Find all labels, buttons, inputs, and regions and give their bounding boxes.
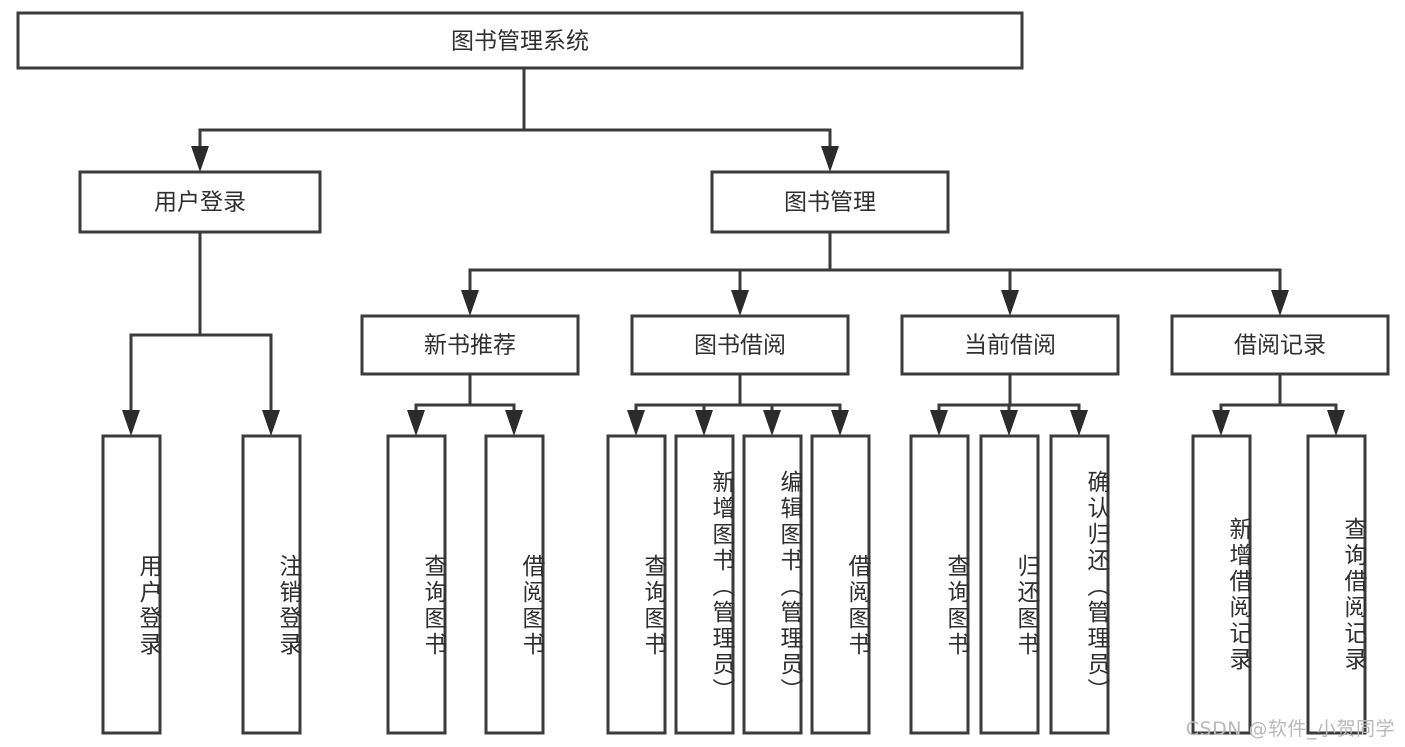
node-current-confirm-return-box[interactable]	[1049, 434, 1110, 735]
node-current-return-book-box[interactable]	[979, 434, 1040, 735]
arrow-head-book-manage	[821, 146, 839, 172]
node-new-book-recommend[interactable]: 新书推荐	[360, 314, 580, 376]
node-borrow-query-book-box[interactable]	[606, 434, 667, 735]
arrow-head-borrow-query-book	[627, 410, 645, 436]
node-record-add-box[interactable]	[1191, 434, 1252, 735]
arrow-head-borrow-record	[1271, 290, 1289, 316]
arrow-head-borrow-add-book	[695, 410, 713, 436]
node-user-login-box[interactable]	[78, 170, 322, 234]
node-recommend-borrow-book-box[interactable]	[484, 434, 545, 735]
arrow-head-new-book-recommend	[461, 290, 479, 316]
node-book-borrow-box[interactable]	[630, 314, 850, 376]
node-borrow-record[interactable]: 借阅记录	[1170, 314, 1390, 376]
node-borrow-record-label: 借阅记录	[1234, 333, 1326, 359]
node-user-logout-leaf-box[interactable]	[241, 434, 302, 735]
node-current-query-book-box[interactable]	[909, 434, 970, 735]
node-record-query-box[interactable]	[1306, 434, 1367, 735]
node-book-borrow[interactable]: 图书借阅	[630, 314, 850, 376]
arrow-head-record-query	[1327, 410, 1345, 436]
node-layer: 图书管理系统 用户登录 图书管理 新书推荐 图书借阅	[16, 11, 1390, 735]
arrow-head-recommend-query-book	[407, 410, 425, 436]
node-book-manage[interactable]: 图书管理	[710, 170, 950, 234]
node-borrow-edit-book-box[interactable]	[742, 434, 803, 735]
node-root[interactable]: 图书管理系统	[16, 11, 1024, 70]
node-recommend-query-book-box[interactable]	[386, 434, 447, 735]
arrow-head-recommend-borrow-book	[505, 410, 523, 436]
node-current-borrow-box[interactable]	[900, 314, 1120, 376]
connector-layer	[122, 66, 1345, 436]
arrow-head-current-query-book	[930, 410, 948, 436]
arrow-head-borrow-edit-book	[763, 410, 781, 436]
arrow-head-current-confirm-return	[1070, 410, 1088, 436]
node-user-login-leaf-box[interactable]	[101, 434, 162, 735]
watermark-text: CSDN @软件_小贺同学	[1185, 718, 1395, 740]
arrow-head-user-login-leaf	[122, 410, 140, 436]
arrow-head-user-login	[191, 146, 209, 172]
node-root-box[interactable]	[16, 11, 1024, 70]
node-borrow-record-box[interactable]	[1170, 314, 1390, 376]
arrow-head-current-borrow	[1001, 290, 1019, 316]
arrow-head-current-return-book	[1000, 410, 1018, 436]
node-user-login[interactable]: 用户登录	[78, 170, 322, 234]
node-new-book-recommend-label: 新书推荐	[424, 333, 516, 359]
node-borrow-borrow-book-box[interactable]	[810, 434, 871, 735]
node-current-borrow-label: 当前借阅	[964, 333, 1056, 359]
arrow-head-borrow-borrow-book	[831, 410, 849, 436]
node-new-book-recommend-box[interactable]	[360, 314, 580, 376]
node-borrow-add-book-box[interactable]	[674, 434, 735, 735]
arrow-head-record-add	[1212, 410, 1230, 436]
node-book-borrow-label: 图书借阅	[694, 333, 786, 359]
node-user-login-label: 用户登录	[154, 190, 246, 216]
node-book-manage-label: 图书管理	[784, 190, 876, 216]
arrow-head-book-borrow	[731, 290, 749, 316]
node-root-label: 图书管理系统	[451, 29, 589, 55]
arrow-head-user-logout-leaf	[262, 410, 280, 436]
node-book-manage-box[interactable]	[710, 170, 950, 234]
node-current-borrow[interactable]: 当前借阅	[900, 314, 1120, 376]
